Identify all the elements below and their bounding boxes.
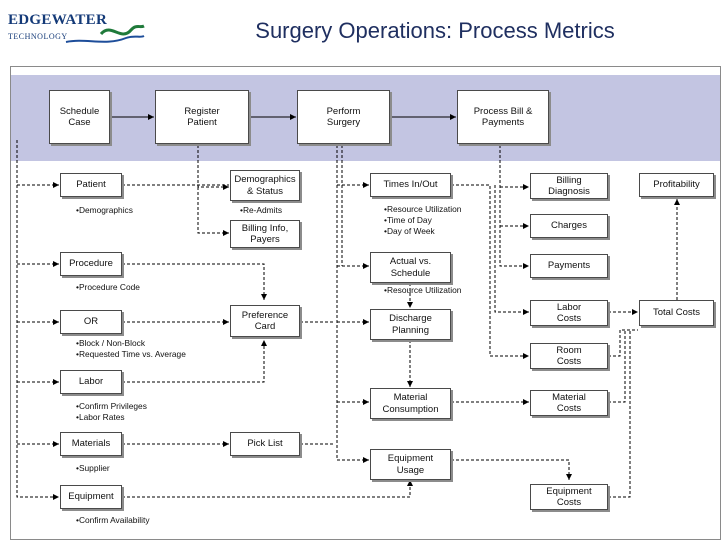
note-labor-rates: Labor Rates bbox=[76, 412, 147, 423]
logo-subword: TECHNOLOGY bbox=[8, 32, 68, 41]
demographics-notes: Re-Admits bbox=[240, 205, 282, 216]
demographics-status-box: Demographics & Status bbox=[230, 170, 300, 201]
materials-notes: Supplier bbox=[76, 463, 110, 474]
materials-box: Materials bbox=[60, 432, 122, 456]
procedure-notes: Procedure Code bbox=[76, 282, 140, 293]
charges-box: Charges bbox=[530, 214, 608, 238]
connector bbox=[16, 140, 59, 500]
note-supplier: Supplier bbox=[76, 463, 110, 474]
note-demographics: Demographics bbox=[76, 205, 133, 216]
labor-notes: Confirm Privileges Labor Rates bbox=[76, 401, 147, 423]
header: EDGEWATER TECHNOLOGY Surgery Operations:… bbox=[0, 0, 728, 62]
perform-surgery-box: Perform Surgery bbox=[297, 90, 390, 144]
material-costs-box: Material Costs bbox=[530, 390, 608, 416]
connector bbox=[494, 185, 529, 315]
logo-wave-icon bbox=[65, 24, 145, 43]
connector bbox=[451, 459, 572, 480]
note-procedure-code: Procedure Code bbox=[76, 282, 140, 293]
note-time-of-day: Time of Day bbox=[384, 215, 461, 226]
page-title: Surgery Operations: Process Metrics bbox=[255, 18, 615, 43]
connector bbox=[336, 140, 369, 463]
connector bbox=[499, 140, 529, 269]
logo-word: EDGEWATER bbox=[8, 12, 108, 28]
connector bbox=[608, 329, 638, 357]
material-consumption-box: Material Consumption bbox=[370, 388, 451, 419]
or-box: OR bbox=[60, 310, 122, 334]
preference-card-box: Preference Card bbox=[230, 305, 300, 337]
or-notes: Block / Non-Block Requested Time vs. Ave… bbox=[76, 338, 186, 360]
register-patient-box: Register Patient bbox=[155, 90, 249, 144]
edgewater-logo: EDGEWATER TECHNOLOGY bbox=[6, 8, 146, 50]
patient-box: Patient bbox=[60, 173, 122, 197]
connector bbox=[608, 330, 631, 498]
actual-vs-schedule-box: Actual vs. Schedule bbox=[370, 252, 451, 283]
equipment-costs-box: Equipment Costs bbox=[530, 484, 608, 510]
connector bbox=[122, 480, 413, 498]
note-confirm-privileges: Confirm Privileges bbox=[76, 401, 147, 412]
procedure-box: Procedure bbox=[60, 252, 122, 276]
note-requested-time: Requested Time vs. Average bbox=[76, 349, 186, 360]
total-costs-box: Total Costs bbox=[639, 300, 714, 326]
note-confirm-availability: Confirm Availability bbox=[76, 515, 150, 526]
connector bbox=[122, 263, 267, 300]
times-in-out-box: Times In/Out bbox=[370, 173, 451, 197]
billing-diagnosis-box: Billing Diagnosis bbox=[530, 173, 608, 199]
connector bbox=[197, 187, 229, 236]
note-resource-utilization: Resource Utilization bbox=[384, 204, 461, 215]
patient-notes: Demographics bbox=[76, 205, 133, 216]
connector bbox=[197, 140, 229, 190]
note-day-of-week: Day of Week bbox=[384, 226, 461, 237]
discharge-planning-box: Discharge Planning bbox=[370, 309, 451, 340]
process-bill-box: Process Bill & Payments bbox=[457, 90, 549, 144]
note-block: Block / Non-Block bbox=[76, 338, 186, 349]
connector bbox=[451, 184, 529, 359]
equipment-notes: Confirm Availability bbox=[76, 515, 150, 526]
connector bbox=[122, 340, 267, 383]
labor-box: Labor bbox=[60, 370, 122, 394]
pick-list-box: Pick List bbox=[230, 432, 300, 456]
actual-notes: Resource Utilization bbox=[384, 285, 461, 296]
room-costs-box: Room Costs bbox=[530, 343, 608, 369]
connector bbox=[608, 330, 626, 403]
billing-info-box: Billing Info, Payers bbox=[230, 220, 300, 248]
labor-costs-box: Labor Costs bbox=[530, 300, 608, 326]
payments-box: Payments bbox=[530, 254, 608, 278]
equipment-usage-box: Equipment Usage bbox=[370, 449, 451, 480]
note-re-admits: Re-Admits bbox=[240, 205, 282, 216]
times-notes: Resource Utilization Time of Day Day of … bbox=[384, 204, 461, 237]
schedule-case-box: Schedule Case bbox=[49, 90, 110, 144]
profitability-box: Profitability bbox=[639, 173, 714, 197]
note-resource-utilization-2: Resource Utilization bbox=[384, 285, 461, 296]
equipment-box: Equipment bbox=[60, 485, 122, 509]
